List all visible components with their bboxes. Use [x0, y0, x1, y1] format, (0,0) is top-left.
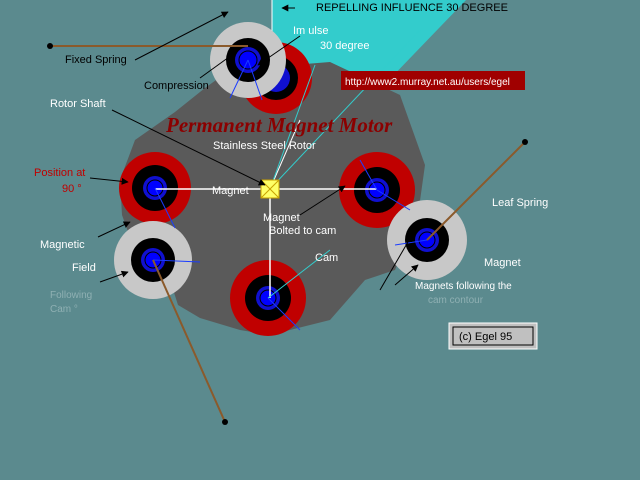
- faint-left-label-2: Cam °: [50, 304, 78, 315]
- leaf-spring-right: [426, 139, 528, 241]
- position-degree-label: 90 °: [62, 183, 82, 195]
- url-banner-bg: [341, 71, 525, 90]
- stainless-rotor-label: Stainless Steel Rotor: [213, 140, 316, 152]
- shaft-to-top-line: [269, 119, 301, 190]
- blue-linkage-lines: [152, 59, 428, 331]
- leaf-spring-left: [152, 259, 228, 425]
- rotor-shaft: [260, 179, 280, 199]
- leaf-spring-label: Leaf Spring: [492, 197, 548, 209]
- impulse-degree-label: 30 degree: [320, 40, 370, 52]
- field-label: Field: [72, 262, 96, 274]
- magnet-bolted-label: Magnet: [263, 212, 300, 224]
- faint-left-label-1: Following: [50, 290, 92, 301]
- position-at-label: Position at: [34, 167, 85, 179]
- impulse-label: Im ulse: [293, 25, 328, 37]
- fixed-spring: [47, 43, 248, 49]
- compression-label: Compression: [144, 80, 209, 92]
- fixed-spring-label: Fixed Spring: [65, 54, 127, 66]
- magnetic-label: Magnetic: [40, 239, 85, 251]
- copyright-text: (c) Egel 95: [459, 331, 512, 343]
- magnet-center-label: Magnet: [212, 185, 249, 197]
- impulse-rays: [267, 29, 421, 299]
- rotor-shaft-label: Rotor Shaft: [50, 98, 106, 110]
- bolted-to-cam-label: Bolted to cam: [269, 225, 336, 237]
- url-banner[interactable]: http://www2.murray.net.au/users/egel: [345, 77, 510, 88]
- annotation-arrows: [89, 4, 419, 291]
- magnets-following-label: Magnets following the: [415, 281, 512, 292]
- copyright-box: (c) Egel 95: [448, 322, 538, 350]
- faint-right-label: cam contour: [428, 295, 484, 306]
- cam-label: Cam: [315, 252, 338, 264]
- magnet-right-label: Magnet: [484, 257, 521, 269]
- repelling-influence-label: REPELLING INFLUENCE 30 DEGREE: [316, 2, 508, 14]
- page-title: Permanent Magnet Motor: [165, 113, 393, 137]
